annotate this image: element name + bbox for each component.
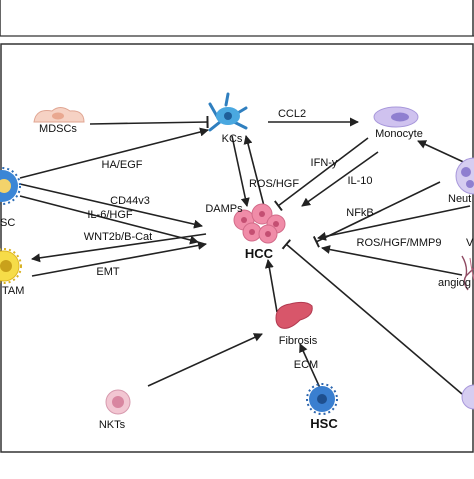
hsc-label: HSC — [310, 416, 338, 431]
ccl2-label: CCL2 — [278, 108, 306, 120]
fibrosis-label: Fibrosis — [279, 335, 318, 347]
neutrophil-to-monocyte — [417, 140, 471, 166]
mdscs-inhibits-kcs — [89, 115, 209, 129]
ros-hgf-label: ROS/HGF — [249, 178, 299, 190]
angiogenesis-to-hcc — [321, 245, 463, 276]
fibrosis-to-hcc — [264, 259, 278, 313]
mdscs-label: MDSCs — [39, 123, 77, 135]
ros-hgf-mmp9-label: ROS/HGF/MMP9 — [357, 237, 442, 249]
v-label-partial: V — [466, 237, 474, 249]
csc-cell-icon — [0, 167, 21, 205]
monocyte-cell-icon — [373, 106, 419, 128]
damps-label: DAMPs — [205, 203, 243, 215]
kcs-to-hcc — [231, 135, 250, 207]
csc-label-partial: SC — [0, 217, 15, 229]
neutrophil-to-hcc — [317, 205, 471, 241]
mdscs-cell-icon — [33, 107, 85, 123]
hsc-cell-icon — [306, 383, 338, 415]
nfkb-label: NFkB — [346, 207, 374, 219]
emt-label: EMT — [96, 266, 120, 278]
hcc-to-kcs — [243, 135, 265, 207]
neutrophil-cell-icon — [455, 157, 474, 195]
monocyte-to-hcc — [301, 151, 379, 207]
il6-hgf-label: IL-6/HGF — [87, 209, 133, 221]
tam-to-hcc — [31, 241, 207, 277]
tam-cell-icon — [0, 248, 22, 284]
angiogenesis-label-partial: angiog — [438, 277, 471, 289]
csc-to-hcc-cd44v3 — [19, 183, 203, 229]
hcc-cell-cluster-icon — [233, 203, 286, 244]
neutrophil-inhibits-hcc — [312, 181, 441, 248]
kcs-label: KCs — [222, 133, 243, 145]
il10-label: IL-10 — [347, 175, 372, 187]
hcc-to-tam — [31, 233, 207, 263]
tam-label: TAM — [2, 285, 24, 297]
hsc-to-fibrosis — [299, 343, 321, 389]
monocyte-label: Monocyte — [375, 128, 423, 140]
csc-to-kcs — [19, 127, 209, 179]
nkts-label: NKTs — [99, 419, 126, 431]
monocyte-inhibits-hcc — [273, 137, 369, 212]
fibrosis-liver-icon — [275, 301, 313, 329]
partial-cell-bottom-right-icon — [461, 384, 474, 410]
cd44v3-label: CD44v3 — [110, 195, 150, 207]
neutrophil-label-partial: Neut — [448, 193, 471, 205]
nkts-to-fibrosis — [147, 333, 263, 387]
wnt2b-b-cat-label: WNT2b/B-Cat — [84, 231, 152, 243]
kcs-cell-icon — [208, 92, 248, 132]
csc-to-hcc-il6-hgf — [19, 195, 199, 245]
ecm-label: ECM — [294, 359, 318, 371]
right-cell-inhibits-hcc — [281, 239, 463, 395]
nkts-cell-icon — [105, 389, 131, 415]
diagram-frame — [0, 43, 474, 453]
ifn-y-label: IFN-y — [311, 157, 338, 169]
hcc-label: HCC — [245, 246, 274, 261]
ha-egf-label: HA/EGF — [102, 159, 143, 171]
